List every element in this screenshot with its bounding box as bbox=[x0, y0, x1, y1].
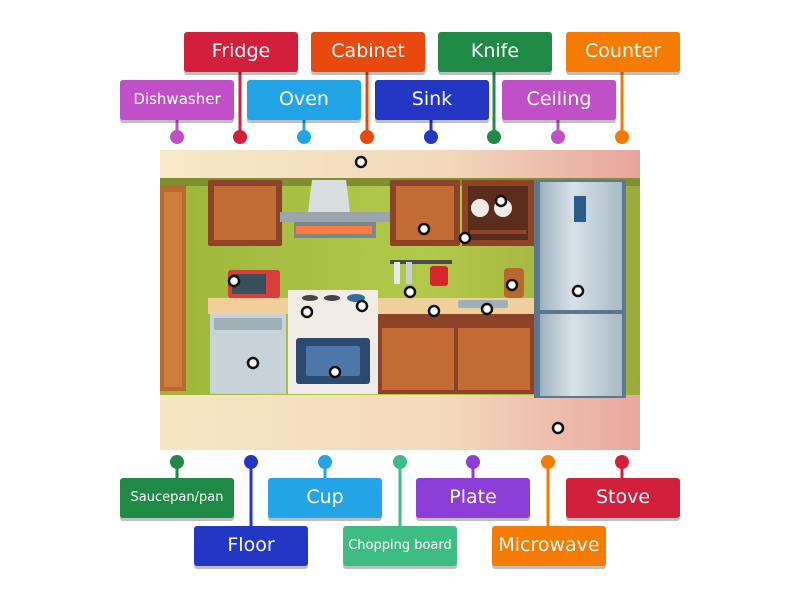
label-knife[interactable]: Knife bbox=[438, 32, 552, 72]
drop-target-marker[interactable] bbox=[354, 155, 368, 169]
drop-target-marker[interactable] bbox=[494, 194, 508, 208]
drop-target-marker[interactable] bbox=[246, 356, 260, 370]
drop-target-marker[interactable] bbox=[328, 365, 342, 379]
leader-pin bbox=[487, 130, 501, 144]
drop-target-marker[interactable] bbox=[300, 305, 314, 319]
label-sink[interactable]: Sink bbox=[375, 80, 489, 120]
leader-pin bbox=[233, 130, 247, 144]
drop-target-marker[interactable] bbox=[480, 302, 494, 316]
leader-pin bbox=[615, 455, 629, 469]
leader-pin bbox=[466, 455, 480, 469]
label-plate[interactable]: Plate bbox=[416, 478, 530, 518]
leader-pin bbox=[360, 130, 374, 144]
label-cup[interactable]: Cup bbox=[268, 478, 382, 518]
label-dishwasher[interactable]: Dishwasher bbox=[120, 80, 234, 120]
drop-target-marker[interactable] bbox=[403, 285, 417, 299]
diagram-markers bbox=[227, 155, 585, 435]
label-counter[interactable]: Counter bbox=[566, 32, 680, 72]
drop-target-marker[interactable] bbox=[227, 274, 241, 288]
leader-pin bbox=[541, 455, 555, 469]
drop-target-marker[interactable] bbox=[551, 421, 565, 435]
leader-pin bbox=[615, 130, 629, 144]
label-cabinet[interactable]: Cabinet bbox=[311, 32, 425, 72]
label-ceiling[interactable]: Ceiling bbox=[502, 80, 616, 120]
drop-target-marker[interactable] bbox=[427, 304, 441, 318]
drop-target-marker[interactable] bbox=[355, 299, 369, 313]
leader-pin bbox=[297, 130, 311, 144]
leader-lines bbox=[170, 72, 629, 526]
label-saucepan-pan[interactable]: Saucepan/pan bbox=[120, 478, 234, 518]
leader-pin bbox=[424, 130, 438, 144]
label-microwave[interactable]: Microwave bbox=[492, 526, 606, 566]
kitchen-illustration bbox=[160, 150, 640, 450]
label-fridge[interactable]: Fridge bbox=[184, 32, 298, 72]
drop-target-marker[interactable] bbox=[458, 231, 472, 245]
leader-pin bbox=[318, 455, 332, 469]
label-chopping-board[interactable]: Chopping board bbox=[343, 526, 457, 566]
drop-target-marker[interactable] bbox=[417, 222, 431, 236]
drop-target-marker[interactable] bbox=[571, 284, 585, 298]
leader-pin bbox=[393, 455, 407, 469]
label-stove[interactable]: Stove bbox=[566, 478, 680, 518]
leader-pin bbox=[244, 455, 258, 469]
label-floor[interactable]: Floor bbox=[194, 526, 308, 566]
leader-pin bbox=[170, 130, 184, 144]
label-oven[interactable]: Oven bbox=[247, 80, 361, 120]
leader-pin bbox=[551, 130, 565, 144]
drop-target-marker[interactable] bbox=[505, 278, 519, 292]
leader-pin bbox=[170, 455, 184, 469]
